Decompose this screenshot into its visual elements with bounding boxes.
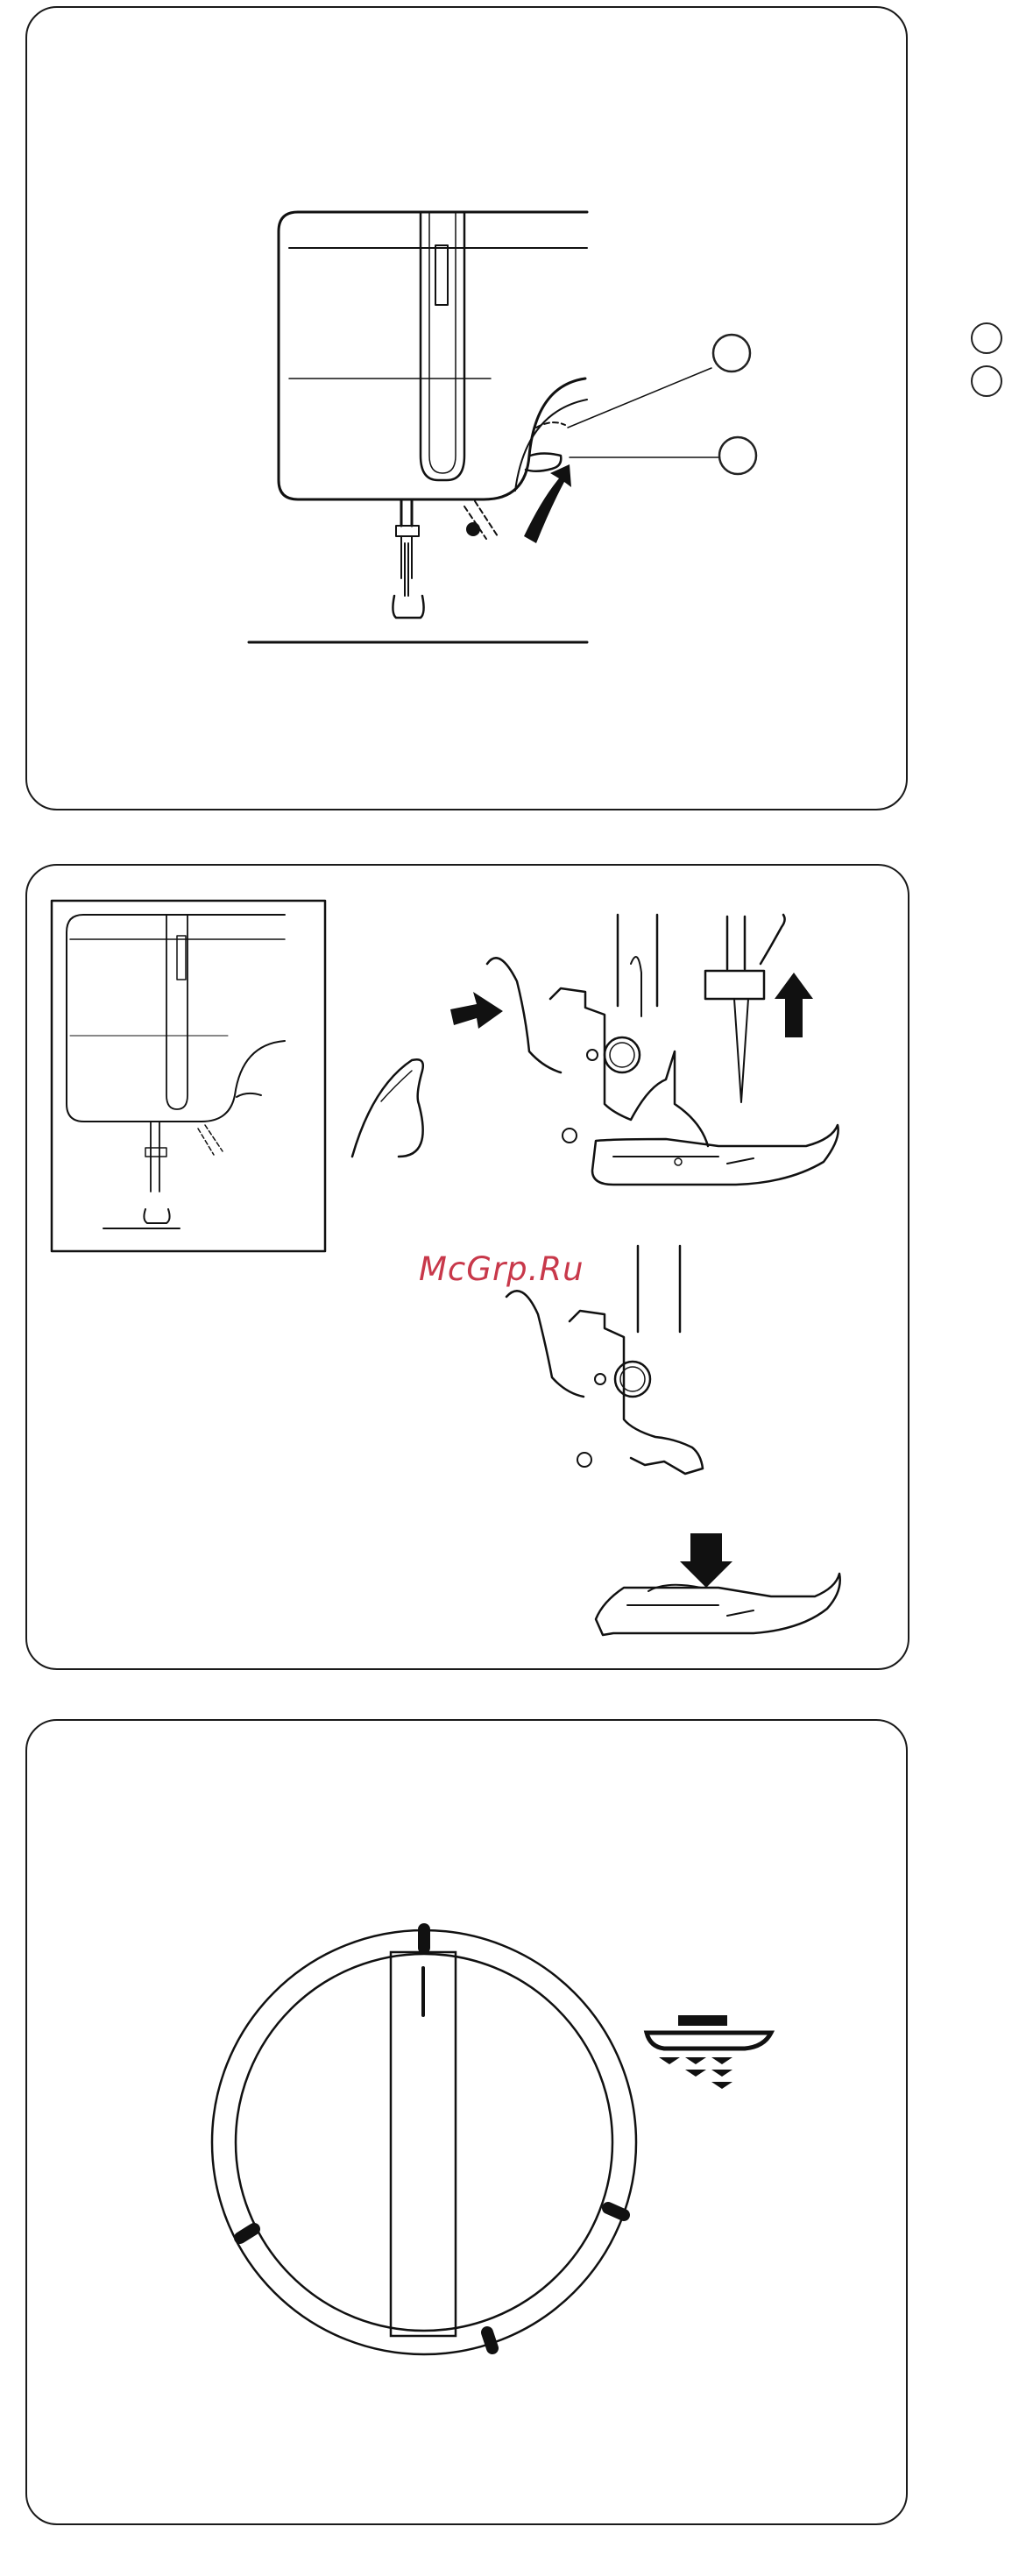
- feed-dog-dial-illustration: [0, 1717, 1019, 2576]
- dial-mark-right: [608, 2208, 624, 2215]
- presser-foot-lever-illustration: [0, 0, 1019, 841]
- dial-mark-bottom: [487, 2332, 492, 2348]
- dial-mark-left: [240, 2229, 254, 2238]
- feed-dog-icon: [647, 2015, 771, 2089]
- watermark-text: McGrp.Ru: [419, 1250, 584, 1288]
